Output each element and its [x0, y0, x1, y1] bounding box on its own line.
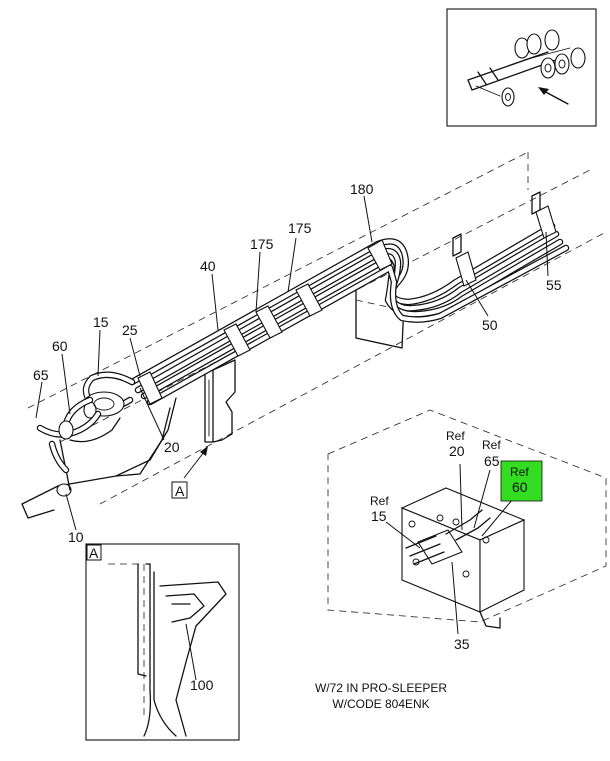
ref-60-highlight [500, 460, 543, 502]
truck-locator-inset [446, 8, 597, 127]
callout-25: 25 [122, 322, 138, 338]
ref-20-word: Ref [446, 429, 465, 443]
ref-60-number: 60 [512, 479, 528, 495]
callout-60: 60 [52, 338, 68, 354]
note-line-1: W/72 IN PRO-SLEEPER [315, 681, 447, 695]
callout-50: 50 [482, 317, 498, 333]
ref-20-number: 20 [449, 443, 465, 459]
callout-175-right: 175 [288, 220, 312, 236]
callout-180: 180 [350, 181, 374, 197]
callout-numbers: 180 175 175 40 15 25 60 65 20 10 55 50 [33, 181, 562, 545]
callout-20: 20 [164, 439, 180, 455]
callout-175-left: 175 [250, 236, 274, 252]
mounting-brackets [21, 191, 541, 519]
leader-lines [35, 195, 549, 531]
ref-65-number: 65 [484, 453, 500, 469]
ref-15-number: 15 [371, 508, 387, 524]
detail-a-reference: A [171, 481, 188, 499]
callout-65: 65 [33, 367, 49, 383]
clamp-straps [137, 205, 557, 405]
junction-block-detail: Ref 20 Ref 65 Ref 60 Ref 15 35 [327, 409, 607, 652]
hose-bundle [36, 222, 570, 491]
frame-phantom-outline [27, 151, 607, 505]
note-line-2: W/CODE 804ENK [332, 697, 429, 711]
detail-a-label: A [89, 545, 99, 561]
callout-10: 10 [68, 529, 84, 545]
callout-100: 100 [190, 677, 214, 693]
configuration-note: W/72 IN PRO-SLEEPER W/CODE 804ENK [315, 681, 447, 711]
callout-40: 40 [200, 258, 216, 274]
svg-text:A: A [175, 483, 185, 499]
detail-a-inset: A 100 [85, 543, 240, 741]
ref-15-word: Ref [370, 494, 389, 508]
callout-15: 15 [93, 314, 109, 330]
ref-60-word: Ref [510, 465, 529, 479]
callout-55: 55 [546, 277, 562, 293]
ref-65-word: Ref [482, 438, 501, 452]
callout-35: 35 [454, 636, 470, 652]
